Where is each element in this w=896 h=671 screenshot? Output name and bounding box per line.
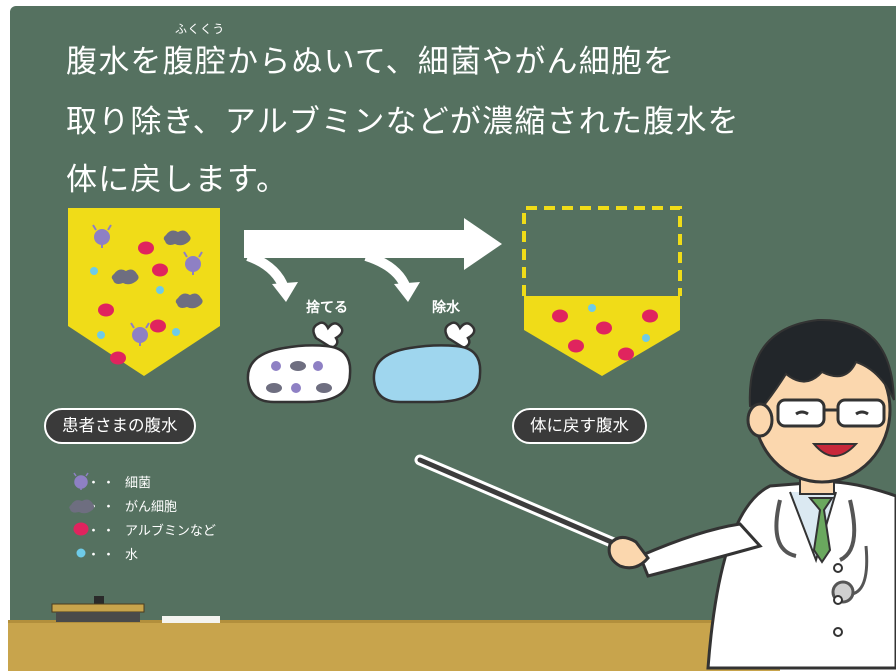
water-dot-icon bbox=[588, 304, 596, 312]
heading-line-2: 取り除き、アルブミンなどが濃縮された腹水を bbox=[66, 104, 740, 140]
legend-row-cancer-cell: ・・・ がん細胞 bbox=[68, 496, 178, 515]
remove-water-label: 除水 bbox=[432, 300, 460, 316]
albumin-dot-icon bbox=[73, 522, 89, 536]
albumin-dot-icon bbox=[152, 263, 168, 277]
pointer-stick bbox=[414, 454, 636, 556]
return-ascites-label: 体に戻す腹水 bbox=[512, 408, 647, 444]
furigana-ruby: ふくくう bbox=[175, 22, 225, 36]
bacteria-icon bbox=[130, 322, 150, 346]
legend-label-albumin: アルブミンなど bbox=[125, 523, 216, 539]
doctor-illustration bbox=[607, 318, 896, 670]
legend-label-bacteria: 細菌 bbox=[125, 475, 152, 491]
water-dot-icon bbox=[172, 328, 180, 336]
cancer-cell-icon bbox=[163, 230, 191, 246]
discard-branch-arrow-icon bbox=[246, 251, 289, 290]
patient-ascites-label: 患者さまの腹水 bbox=[44, 408, 196, 444]
cancer-cell-icon bbox=[175, 293, 203, 309]
chalk-ledge bbox=[8, 620, 780, 671]
legend-label-cancer-cell: がん細胞 bbox=[125, 499, 178, 515]
legend-row-albumin: ・・・ アルブミンなど bbox=[68, 520, 216, 539]
albumin-dot-icon bbox=[98, 303, 114, 317]
chalk-stick bbox=[162, 616, 220, 623]
legend-row-bacteria: ・・・ 細菌 bbox=[68, 472, 152, 491]
legend-row-water: ・・・ 水 bbox=[68, 544, 139, 563]
water-dot-icon bbox=[90, 267, 98, 275]
discard-bag bbox=[246, 321, 352, 404]
albumin-dot-icon bbox=[138, 241, 154, 255]
albumin-dot-icon bbox=[568, 339, 584, 353]
bacteria-icon bbox=[73, 472, 89, 490]
cancer-cell-icon bbox=[111, 269, 139, 285]
albumin-dot-icon bbox=[642, 309, 658, 323]
bacteria-icon bbox=[271, 361, 323, 393]
eraser-icon bbox=[51, 596, 145, 622]
patient-ascites-container bbox=[68, 208, 220, 376]
heading-line-3: 体に戻します。 bbox=[66, 162, 289, 198]
albumin-dot-icon bbox=[552, 309, 568, 323]
return-ascites-container bbox=[522, 206, 682, 376]
water-dot-icon bbox=[76, 548, 86, 558]
water-dot-icon bbox=[156, 286, 164, 294]
water-dot-icon bbox=[97, 331, 105, 339]
bacteria-icon bbox=[183, 251, 203, 275]
water-branch-arrow-icon bbox=[364, 251, 411, 290]
legend-label-water: 水 bbox=[125, 547, 139, 563]
cancer-cell-icon bbox=[69, 499, 95, 514]
albumin-dot-icon bbox=[618, 347, 634, 361]
albumin-dot-icon bbox=[110, 351, 126, 365]
flow-arrows bbox=[244, 218, 502, 302]
albumin-dot-icon bbox=[150, 319, 166, 333]
heading-line-1: 腹水を腹腔からぬいて、細菌やがん細胞を bbox=[66, 44, 676, 80]
cancer-cell-icon bbox=[266, 361, 332, 393]
water-bag bbox=[372, 321, 482, 404]
main-arrow-icon bbox=[244, 218, 502, 270]
water-dot-icon bbox=[642, 334, 650, 342]
bacteria-icon bbox=[92, 224, 112, 248]
albumin-dot-icon bbox=[596, 321, 612, 335]
discard-label: 捨てる bbox=[306, 300, 348, 316]
